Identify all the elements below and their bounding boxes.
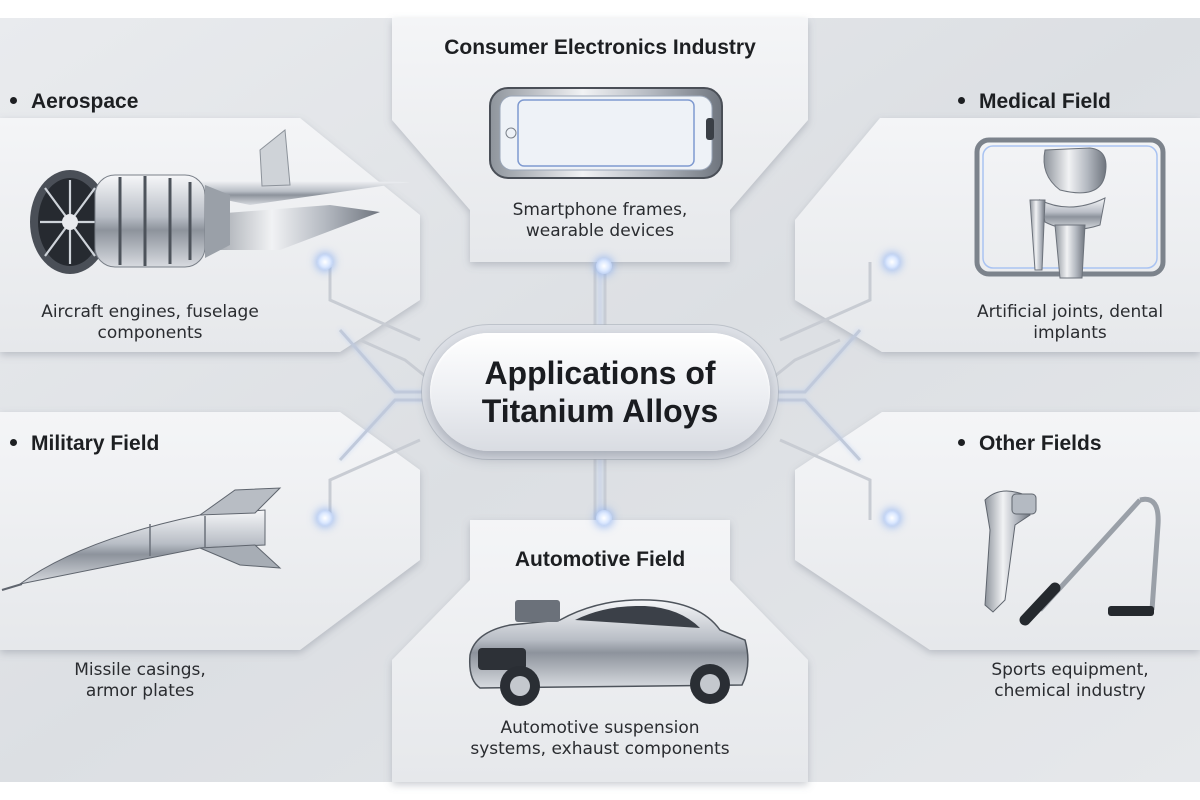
automotive-title: Automotive Field <box>514 548 686 571</box>
other-fields-description: Sports equipment, chemical industry <box>991 660 1149 701</box>
military-description: Missile casings, armor plates <box>74 660 206 701</box>
connector-dot <box>596 258 612 274</box>
aerospace-description: Aircraft engines, fuselage components <box>41 302 259 343</box>
medical-description: Artificial joints, dental implants <box>976 302 1164 343</box>
connector-dot <box>317 510 333 526</box>
bullet-icon <box>10 438 17 446</box>
connector-dot <box>884 254 900 270</box>
knee-joint-icon <box>974 137 1166 279</box>
consumer-electronics-description: Smartphone frames, wearable devices <box>512 200 688 241</box>
sports-equipment-icon <box>984 490 1161 626</box>
car-icon <box>468 599 749 706</box>
connector-dot <box>596 510 612 526</box>
jet-engine-icon <box>30 129 410 274</box>
center-hub: Applications of Titanium Alloys <box>430 333 770 451</box>
military-title: Military Field <box>10 432 159 456</box>
other-fields-title: Other Fields <box>958 432 1102 456</box>
automotive-description: Automotive suspension systems, exhaust c… <box>470 718 730 759</box>
smartphone-icon <box>489 87 723 179</box>
bullet-icon <box>958 96 965 104</box>
center-title-line2: Titanium Alloys <box>481 393 719 429</box>
missile-icon <box>1 487 282 591</box>
center-title-line1: Applications of <box>484 355 716 391</box>
aerospace-title: Aerospace <box>10 90 138 114</box>
bullet-icon <box>958 438 965 446</box>
connector-dot <box>317 254 333 270</box>
consumer-electronics-title: Consumer Electronics Industry <box>444 36 756 59</box>
connector-dot <box>884 510 900 526</box>
medical-title: Medical Field <box>958 90 1111 114</box>
bullet-icon <box>10 96 17 104</box>
